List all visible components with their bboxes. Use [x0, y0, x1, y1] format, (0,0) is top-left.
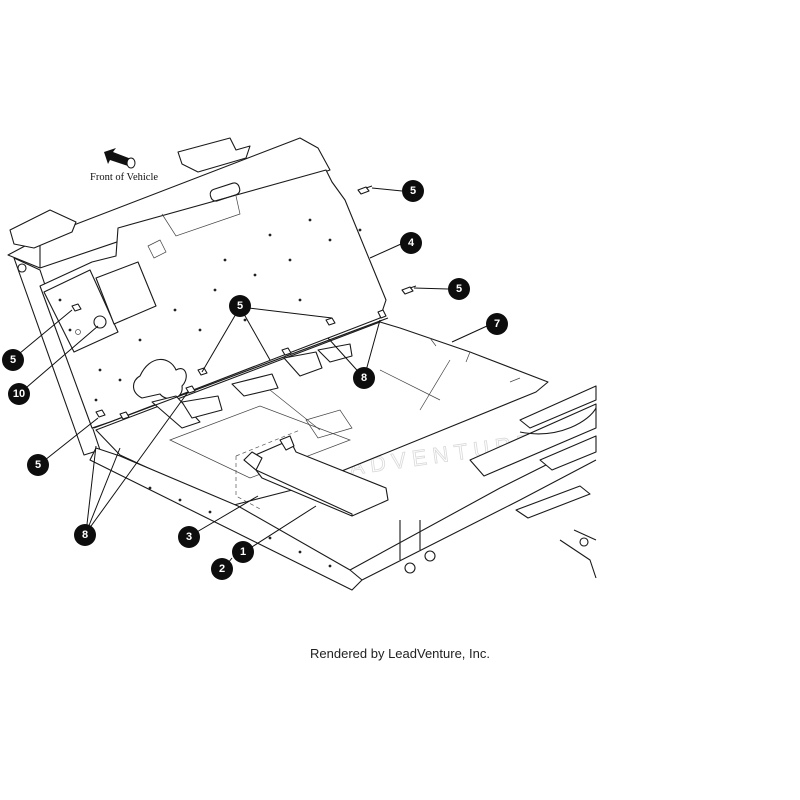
svg-text:3: 3: [186, 531, 192, 543]
front-of-vehicle-label: Front of Vehicle: [90, 172, 158, 183]
svg-text:2: 2: [219, 563, 225, 575]
callout-1: 1: [232, 541, 254, 563]
callout-10: 10: [8, 383, 30, 405]
callout-5-center: 5: [229, 295, 251, 317]
leader-lines: [13, 187, 488, 569]
callout-5-right: 5: [448, 278, 470, 300]
svg-text:5: 5: [35, 459, 41, 471]
svg-text:5: 5: [410, 185, 416, 197]
chassis-frame: [89, 385, 597, 591]
svg-text:5: 5: [456, 283, 462, 295]
svg-text:1: 1: [240, 546, 246, 558]
callout-4: 4: [400, 232, 422, 254]
callout-5-top: 5: [402, 180, 424, 202]
callout-8-left: 8: [74, 524, 96, 546]
callout-5-left-upper: 5: [2, 349, 24, 371]
svg-text:8: 8: [361, 372, 367, 384]
svg-text:4: 4: [408, 237, 415, 249]
callouts: 5 4 5 7 5 8 5 10 5 8 3 1 2: [2, 180, 508, 580]
callout-3: 3: [178, 526, 200, 548]
svg-text:5: 5: [10, 354, 16, 366]
callout-2: 2: [211, 558, 233, 580]
front-arrow-icon: [104, 148, 136, 169]
svg-text:10: 10: [13, 388, 25, 400]
callout-8-center: 8: [353, 367, 375, 389]
callout-7: 7: [486, 313, 508, 335]
render-credit: Rendered by LeadVenture, Inc.: [310, 646, 490, 661]
svg-text:7: 7: [494, 318, 500, 330]
callout-5-left-lower: 5: [27, 454, 49, 476]
cab-frame: [7, 137, 387, 456]
svg-text:8: 8: [82, 529, 88, 541]
floor-panel: [93, 317, 549, 507]
svg-text:5: 5: [237, 300, 243, 312]
